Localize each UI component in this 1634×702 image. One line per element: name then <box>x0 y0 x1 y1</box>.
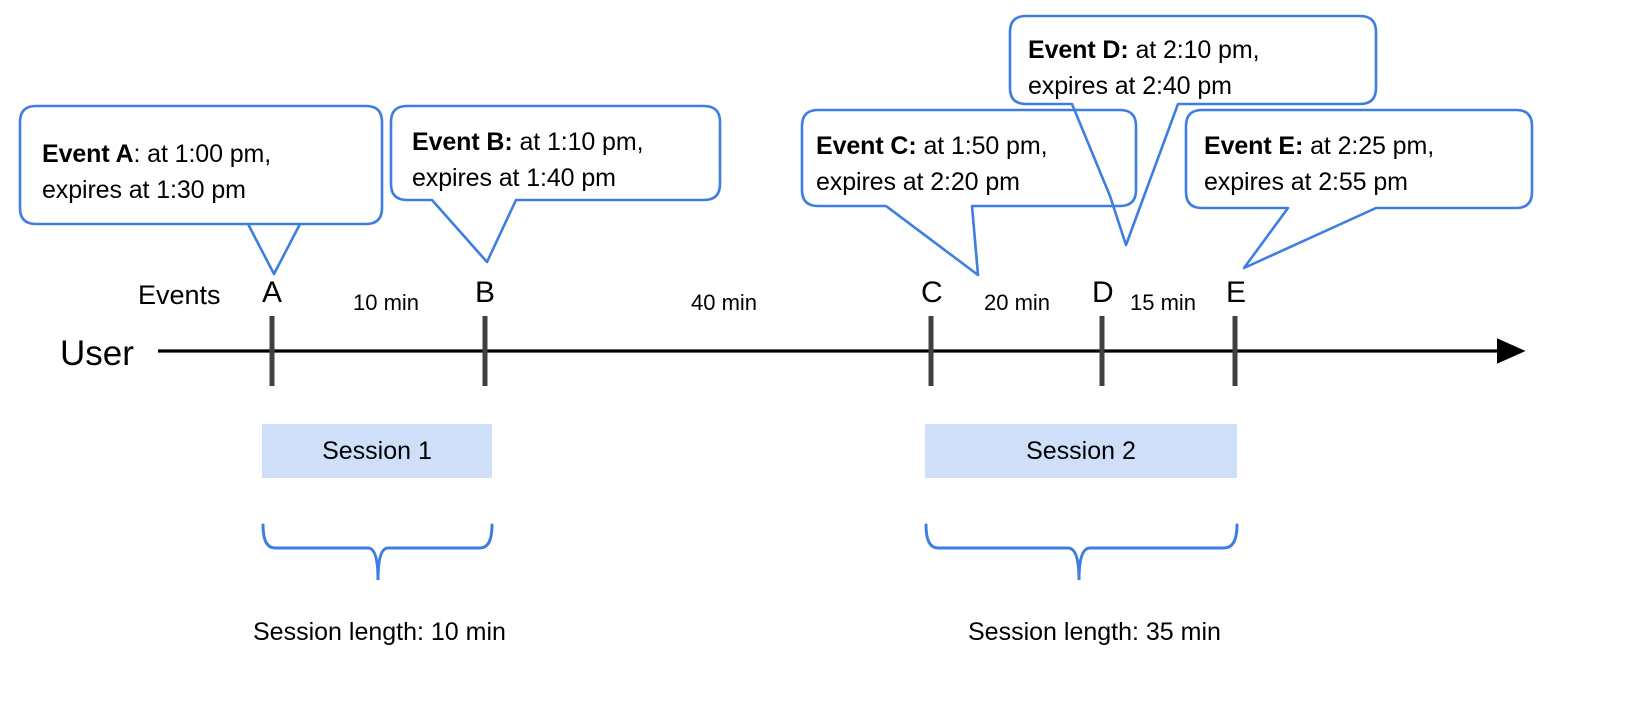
tick-label-b: B <box>475 276 496 309</box>
callout-a-line1: Event A: at 1:00 pm, <box>42 140 272 168</box>
callout-e-line1: Event E: at 2:25 pm, <box>1204 132 1435 160</box>
callout-a-line2: expires at 1:30 pm <box>42 176 246 204</box>
session-bar-2: Session 2 <box>925 424 1237 478</box>
session-2-length-caption: Session length: 35 min <box>968 618 1221 646</box>
callout-bubble-e <box>1184 108 1534 270</box>
callout-text-d: Event D: at 2:10 pm, expires at 2:40 pm <box>1028 32 1260 104</box>
axis-events-label: Events <box>138 280 221 310</box>
session-1-length-caption: Session length: 10 min <box>253 618 506 646</box>
tick-label-d: D <box>1092 276 1114 309</box>
callout-d-line1: Event D: at 2:10 pm, <box>1028 36 1260 64</box>
callout-bubble-b <box>389 104 722 264</box>
gap-label-d-e: 15 min <box>1130 290 1197 315</box>
callout-text-e: Event E: at 2:25 pm, expires at 2:55 pm <box>1204 128 1434 200</box>
axis-row-label-user: User <box>60 334 134 373</box>
session-1-brace <box>261 523 494 581</box>
session-2-brace <box>924 523 1239 581</box>
callout-b-line1: Event B: at 1:10 pm, <box>412 128 644 156</box>
session-2-label: Session 2 <box>1026 436 1136 465</box>
callout-text-b: Event B: at 1:10 pm, expires at 1:40 pm <box>412 124 644 196</box>
tick-label-c: C <box>921 276 943 309</box>
callout-e-line2: expires at 2:55 pm <box>1204 168 1408 196</box>
callout-bubble-d <box>1008 14 1378 247</box>
session-bar-1: Session 1 <box>262 424 492 478</box>
callout-d-line2: expires at 2:40 pm <box>1028 72 1232 100</box>
callout-c-line2: expires at 2:20 pm <box>816 168 1020 196</box>
gap-label-b-c: 40 min <box>691 290 758 315</box>
tick-label-a: A <box>262 276 283 309</box>
tick-label-e: E <box>1226 276 1247 309</box>
callout-c-line1: Event C: at 1:50 pm, <box>816 132 1048 160</box>
callout-text-a: Event A: at 1:00 pm, expires at 1:30 pm <box>42 136 271 208</box>
callout-bubble-c <box>800 108 1138 277</box>
callout-bubble-a <box>18 104 384 276</box>
callout-b-line2: expires at 1:40 pm <box>412 164 616 192</box>
gap-label-c-d: 20 min <box>984 290 1051 315</box>
gap-label-a-b: 10 min <box>353 290 420 315</box>
session-1-label: Session 1 <box>322 436 432 465</box>
callout-text-c: Event C: at 1:50 pm, expires at 2:20 pm <box>816 128 1048 200</box>
